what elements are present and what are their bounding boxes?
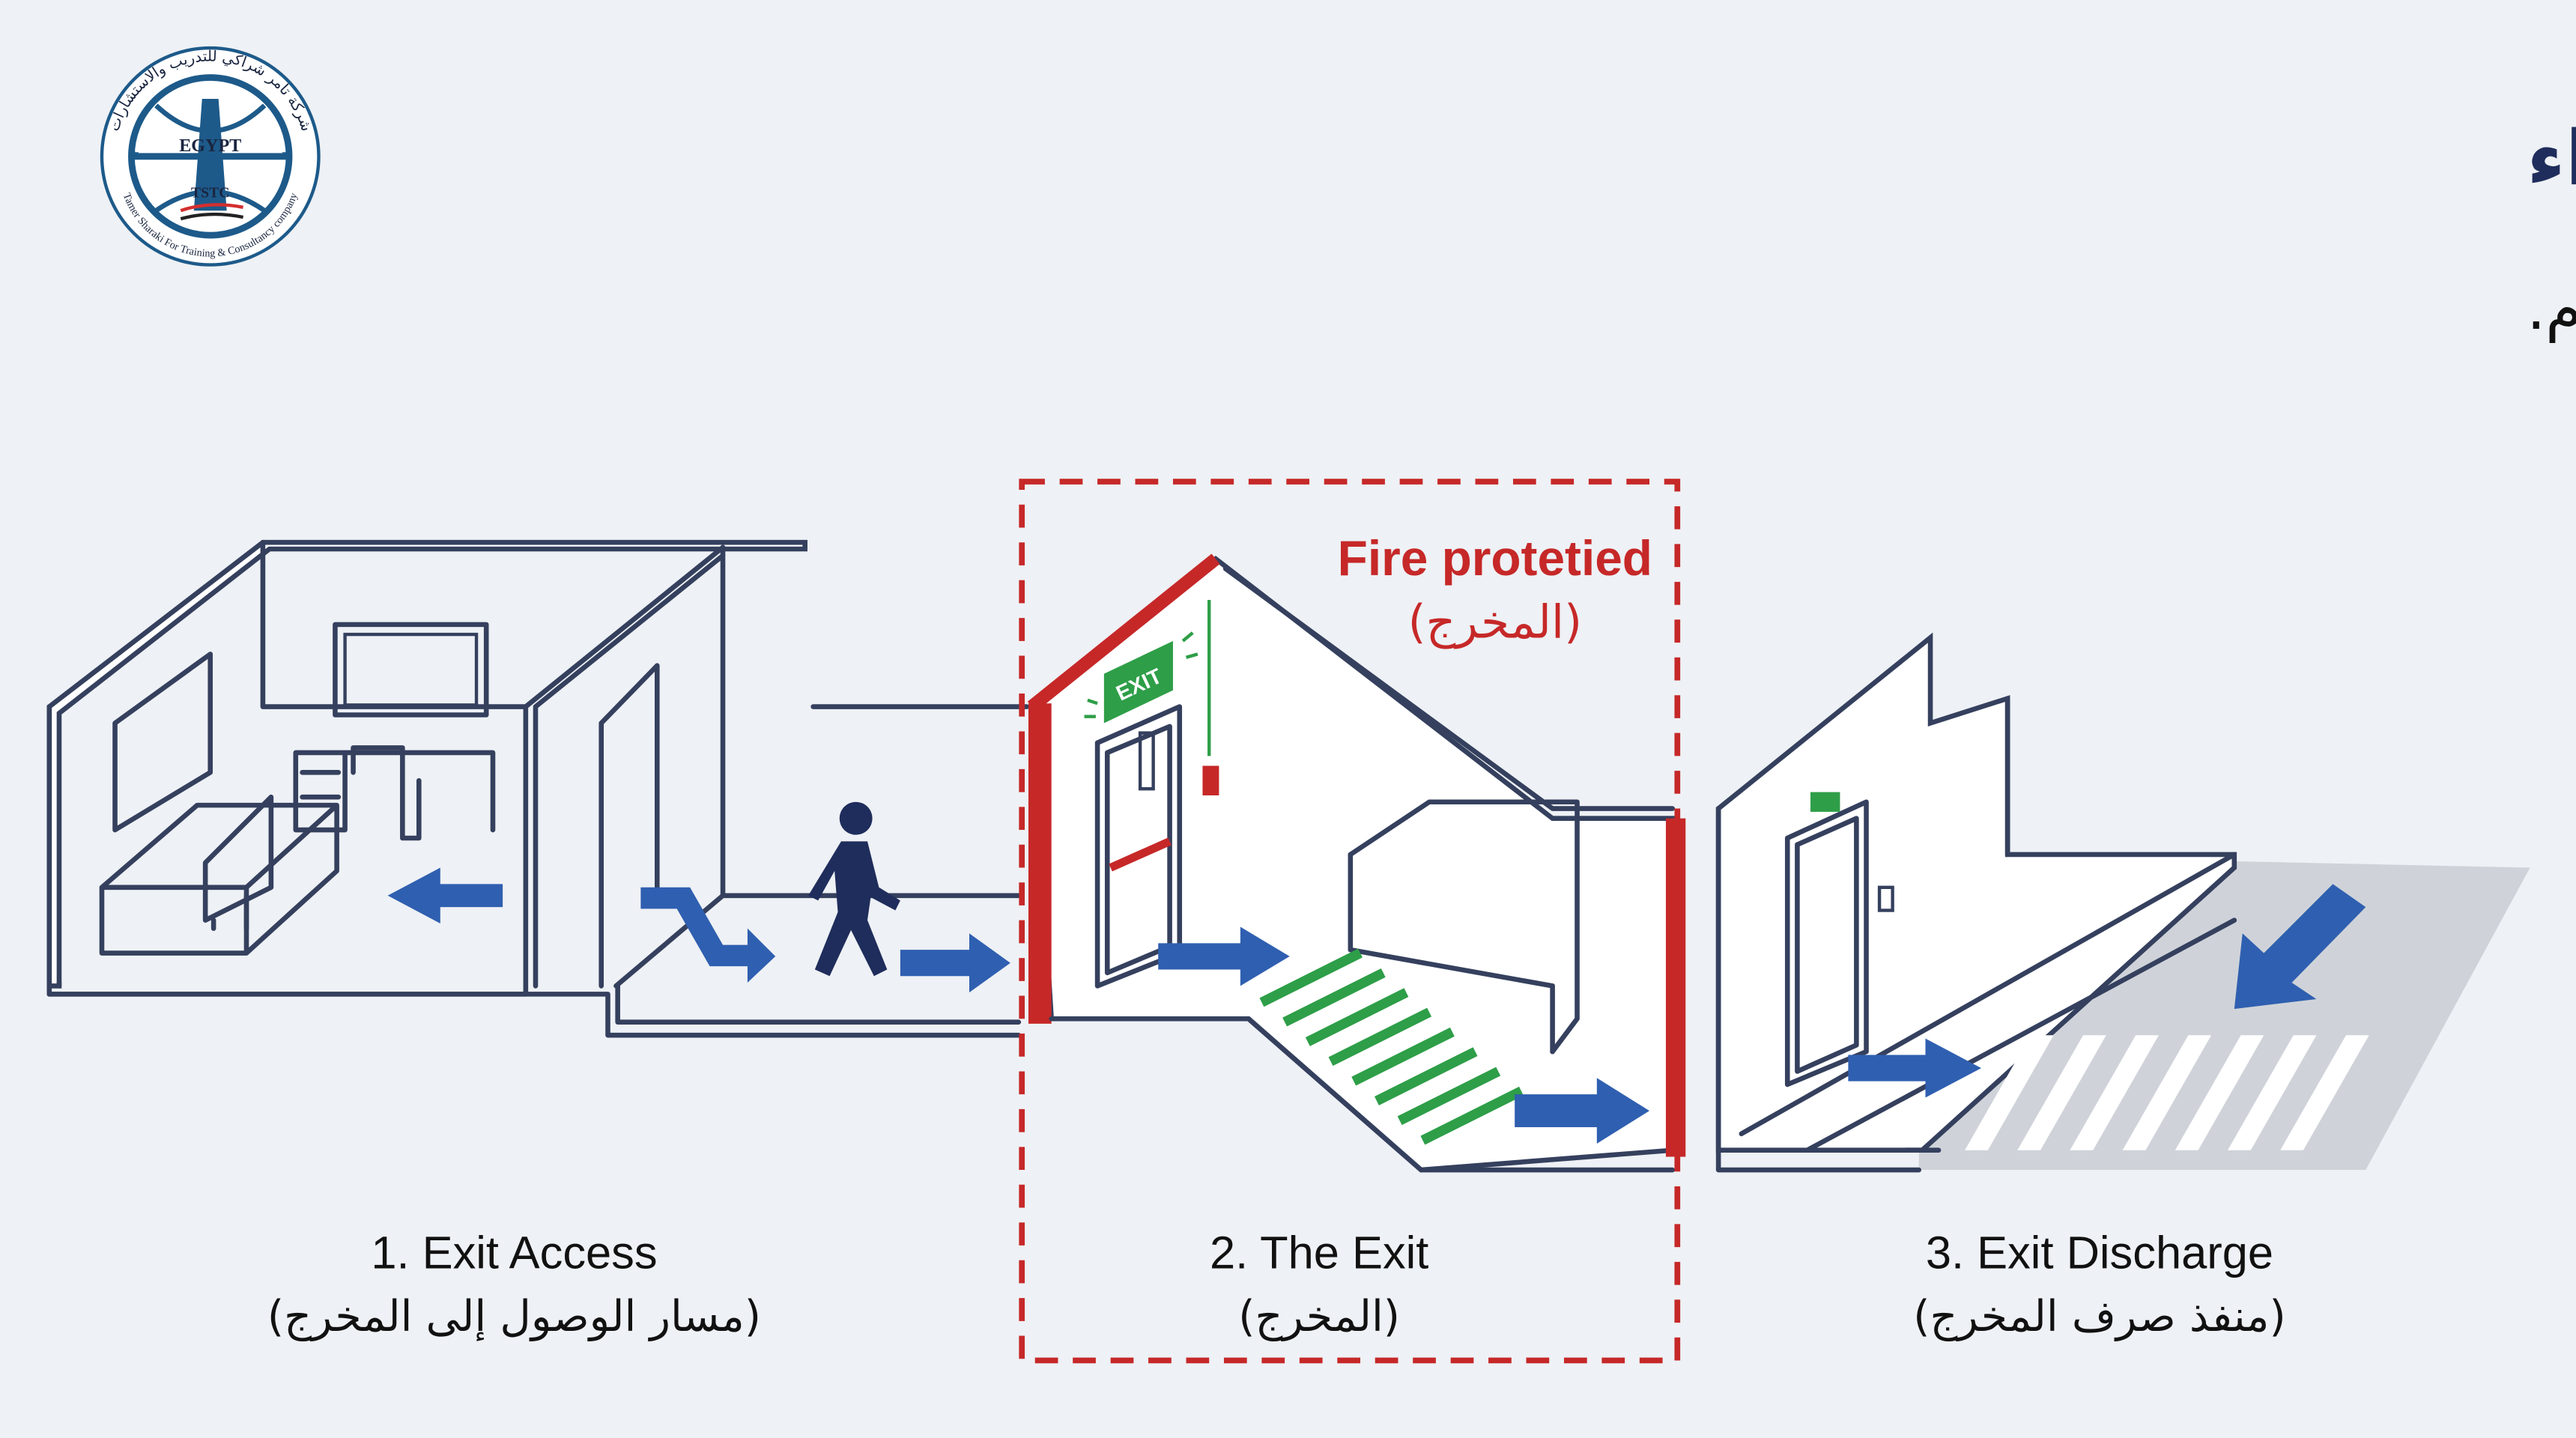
exit-discharge-illustration xyxy=(1715,632,2530,1173)
walking-person-icon xyxy=(808,801,900,977)
section-subtitle: (مسار الوصول إلى المخرج) xyxy=(267,1292,761,1342)
section-the-exit-label: 2. The Exit (المخرج) xyxy=(1210,1228,1428,1341)
section-title: 3. Exit Discharge xyxy=(1926,1228,2273,1279)
arrow-left-icon xyxy=(387,867,503,924)
arrow-right-icon xyxy=(1848,1038,1982,1098)
exit-access-illustration xyxy=(46,539,1030,1038)
arrow-right-icon xyxy=(1515,1078,1650,1144)
fire-protected-label: Fire protetied xyxy=(1338,530,1652,586)
section-exit-access-label: 1. Exit Access (مسار الوصول إلى المخرج) xyxy=(267,1228,761,1342)
arrow-right-icon xyxy=(1158,926,1290,986)
section-title: 1. Exit Access xyxy=(371,1228,657,1279)
fire-protected-zone-border xyxy=(1019,479,1681,1364)
section-title: 2. The Exit xyxy=(1210,1228,1428,1279)
company-logo: EGYPT TSTC ★ ★ شركة تامر شراكي للتدريب و… xyxy=(100,46,321,267)
star-icon: ★ xyxy=(281,146,293,161)
exit-stair-illustration: EXIT xyxy=(1027,553,1686,1173)
logo-country: EGYPT xyxy=(179,136,241,156)
logo-abbr: TSTC xyxy=(191,185,230,201)
arrow-down-left-icon xyxy=(2234,884,2366,1010)
section-subtitle: (منفذ صرف المخرج) xyxy=(1913,1292,2285,1341)
page-title: تعريف مسلك الهروب: نظام من ثلاثة أجزاء xyxy=(2527,109,2576,203)
arrow-right-icon xyxy=(900,933,1010,993)
section-subtitle: (المخرج) xyxy=(1238,1292,1400,1341)
page-subtitle: طريق مستمر وغير عائق للخروج من أي نقطة د… xyxy=(2527,270,2576,344)
star-icon: ★ xyxy=(128,146,140,161)
arrow-zigzag-icon xyxy=(640,887,776,983)
section-exit-discharge-label: 3. Exit Discharge (منفذ صرف المخرج) xyxy=(1913,1228,2285,1341)
fire-protected-label-ar: (المخرج) xyxy=(1408,595,1582,649)
